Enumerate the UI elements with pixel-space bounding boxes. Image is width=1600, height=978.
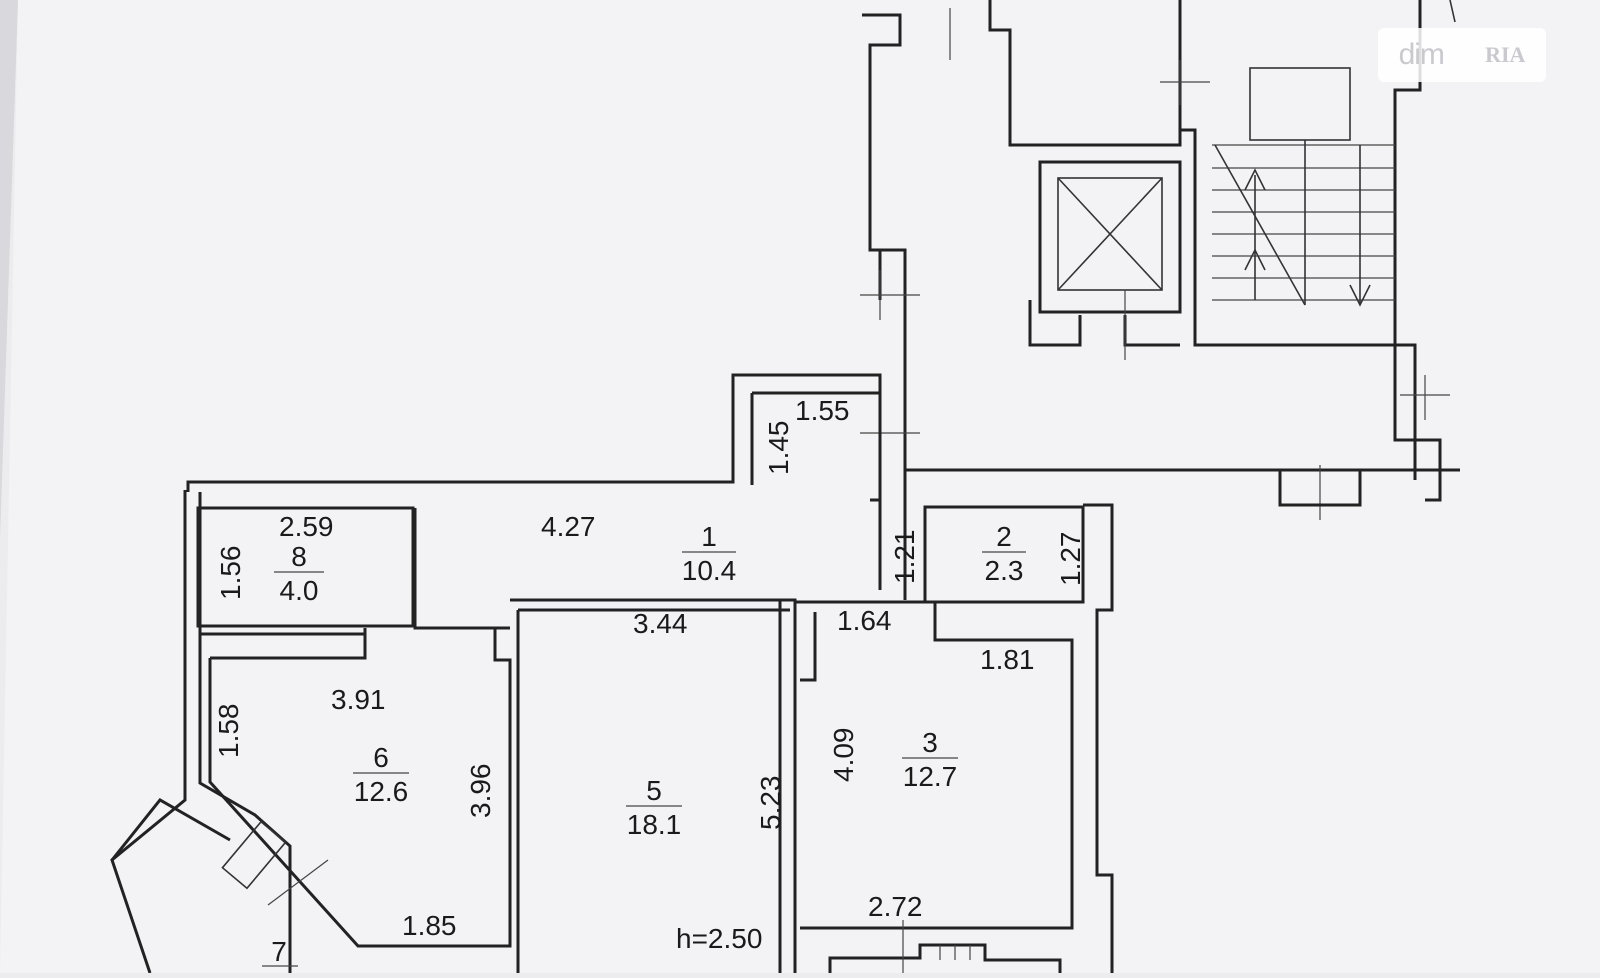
room-8-label: 8 4.0 (274, 541, 324, 606)
dim-room6-right: 3.96 (465, 764, 496, 819)
room-8-area: 4.0 (280, 575, 319, 606)
room-3-label: 3 12.7 (902, 727, 958, 792)
room-6-number: 6 (373, 742, 389, 773)
stairwell-core (860, 0, 1460, 520)
room-1-area: 10.4 (682, 555, 737, 586)
room-2-label: 2 2.3 (982, 521, 1026, 586)
room-5-area: 18.1 (627, 809, 682, 840)
dimria-watermark-logo: dim RIA (1378, 28, 1546, 82)
room-labels: 1 10.4 2 2.3 3 12.7 5 18.1 6 12.6 7 (262, 521, 1026, 967)
watermark-ria-text: RIA (1485, 42, 1526, 67)
stair-arrow-down-icon (1349, 145, 1371, 307)
stair-landing (1249, 67, 1351, 141)
dim-room6-width: 3.91 (331, 684, 386, 715)
room-2-number: 2 (996, 521, 1012, 552)
dim-room6-left: 1.58 (213, 704, 244, 759)
elevator-shaft (1038, 160, 1182, 314)
room-1-number: 1 (701, 521, 717, 552)
room-8-number: 8 (291, 541, 307, 572)
dim-room3-bottom: 2.72 (868, 891, 923, 922)
room-7-number: 7 (271, 936, 287, 967)
dim-room6-bottom: 1.85 (402, 910, 457, 941)
dim-corr-top-width: 1.55 (795, 395, 850, 426)
dimension-labels: 1.55 1.45 4.27 2.59 1.56 1.21 1.27 3.44 … (213, 395, 1086, 954)
ceiling-height-label: h=2.50 (676, 923, 762, 954)
room-7-label: 7 (262, 936, 298, 967)
room-8-walls (196, 506, 415, 628)
room-6-area: 12.6 (354, 776, 409, 807)
paper-edge (0, 0, 18, 540)
room-5-number: 5 (646, 775, 662, 806)
room-1-label: 1 10.4 (682, 521, 737, 586)
stair-treads (1212, 140, 1395, 306)
watermark-dim-text: dim (1398, 38, 1445, 71)
dim-room2-right: 1.27 (1055, 532, 1086, 587)
dim-room8-width: 2.59 (279, 511, 334, 542)
room-6-label: 6 12.6 (353, 742, 409, 807)
apartment-walls (110, 373, 1114, 974)
dim-room3-top-left: 1.64 (837, 605, 892, 636)
dim-room5-width: 3.44 (633, 608, 688, 639)
room-2-area: 2.3 (985, 555, 1024, 586)
room-5-label: 5 18.1 (626, 775, 682, 840)
dim-room3-height: 4.09 (828, 728, 859, 783)
dim-room3-top-right: 1.81 (980, 644, 1035, 675)
dim-corr-top-height: 1.45 (763, 421, 794, 476)
dim-room8-height: 1.56 (215, 546, 246, 601)
dim-room5-height: 5.23 (755, 776, 786, 831)
stair-arrow-up-icon (1244, 168, 1266, 300)
room-3-number: 3 (922, 727, 938, 758)
dim-room2-left: 1.21 (889, 530, 920, 585)
room-3-area: 12.7 (903, 761, 958, 792)
dim-room1-length: 4.27 (541, 511, 596, 542)
room-2-walls (923, 505, 1085, 604)
